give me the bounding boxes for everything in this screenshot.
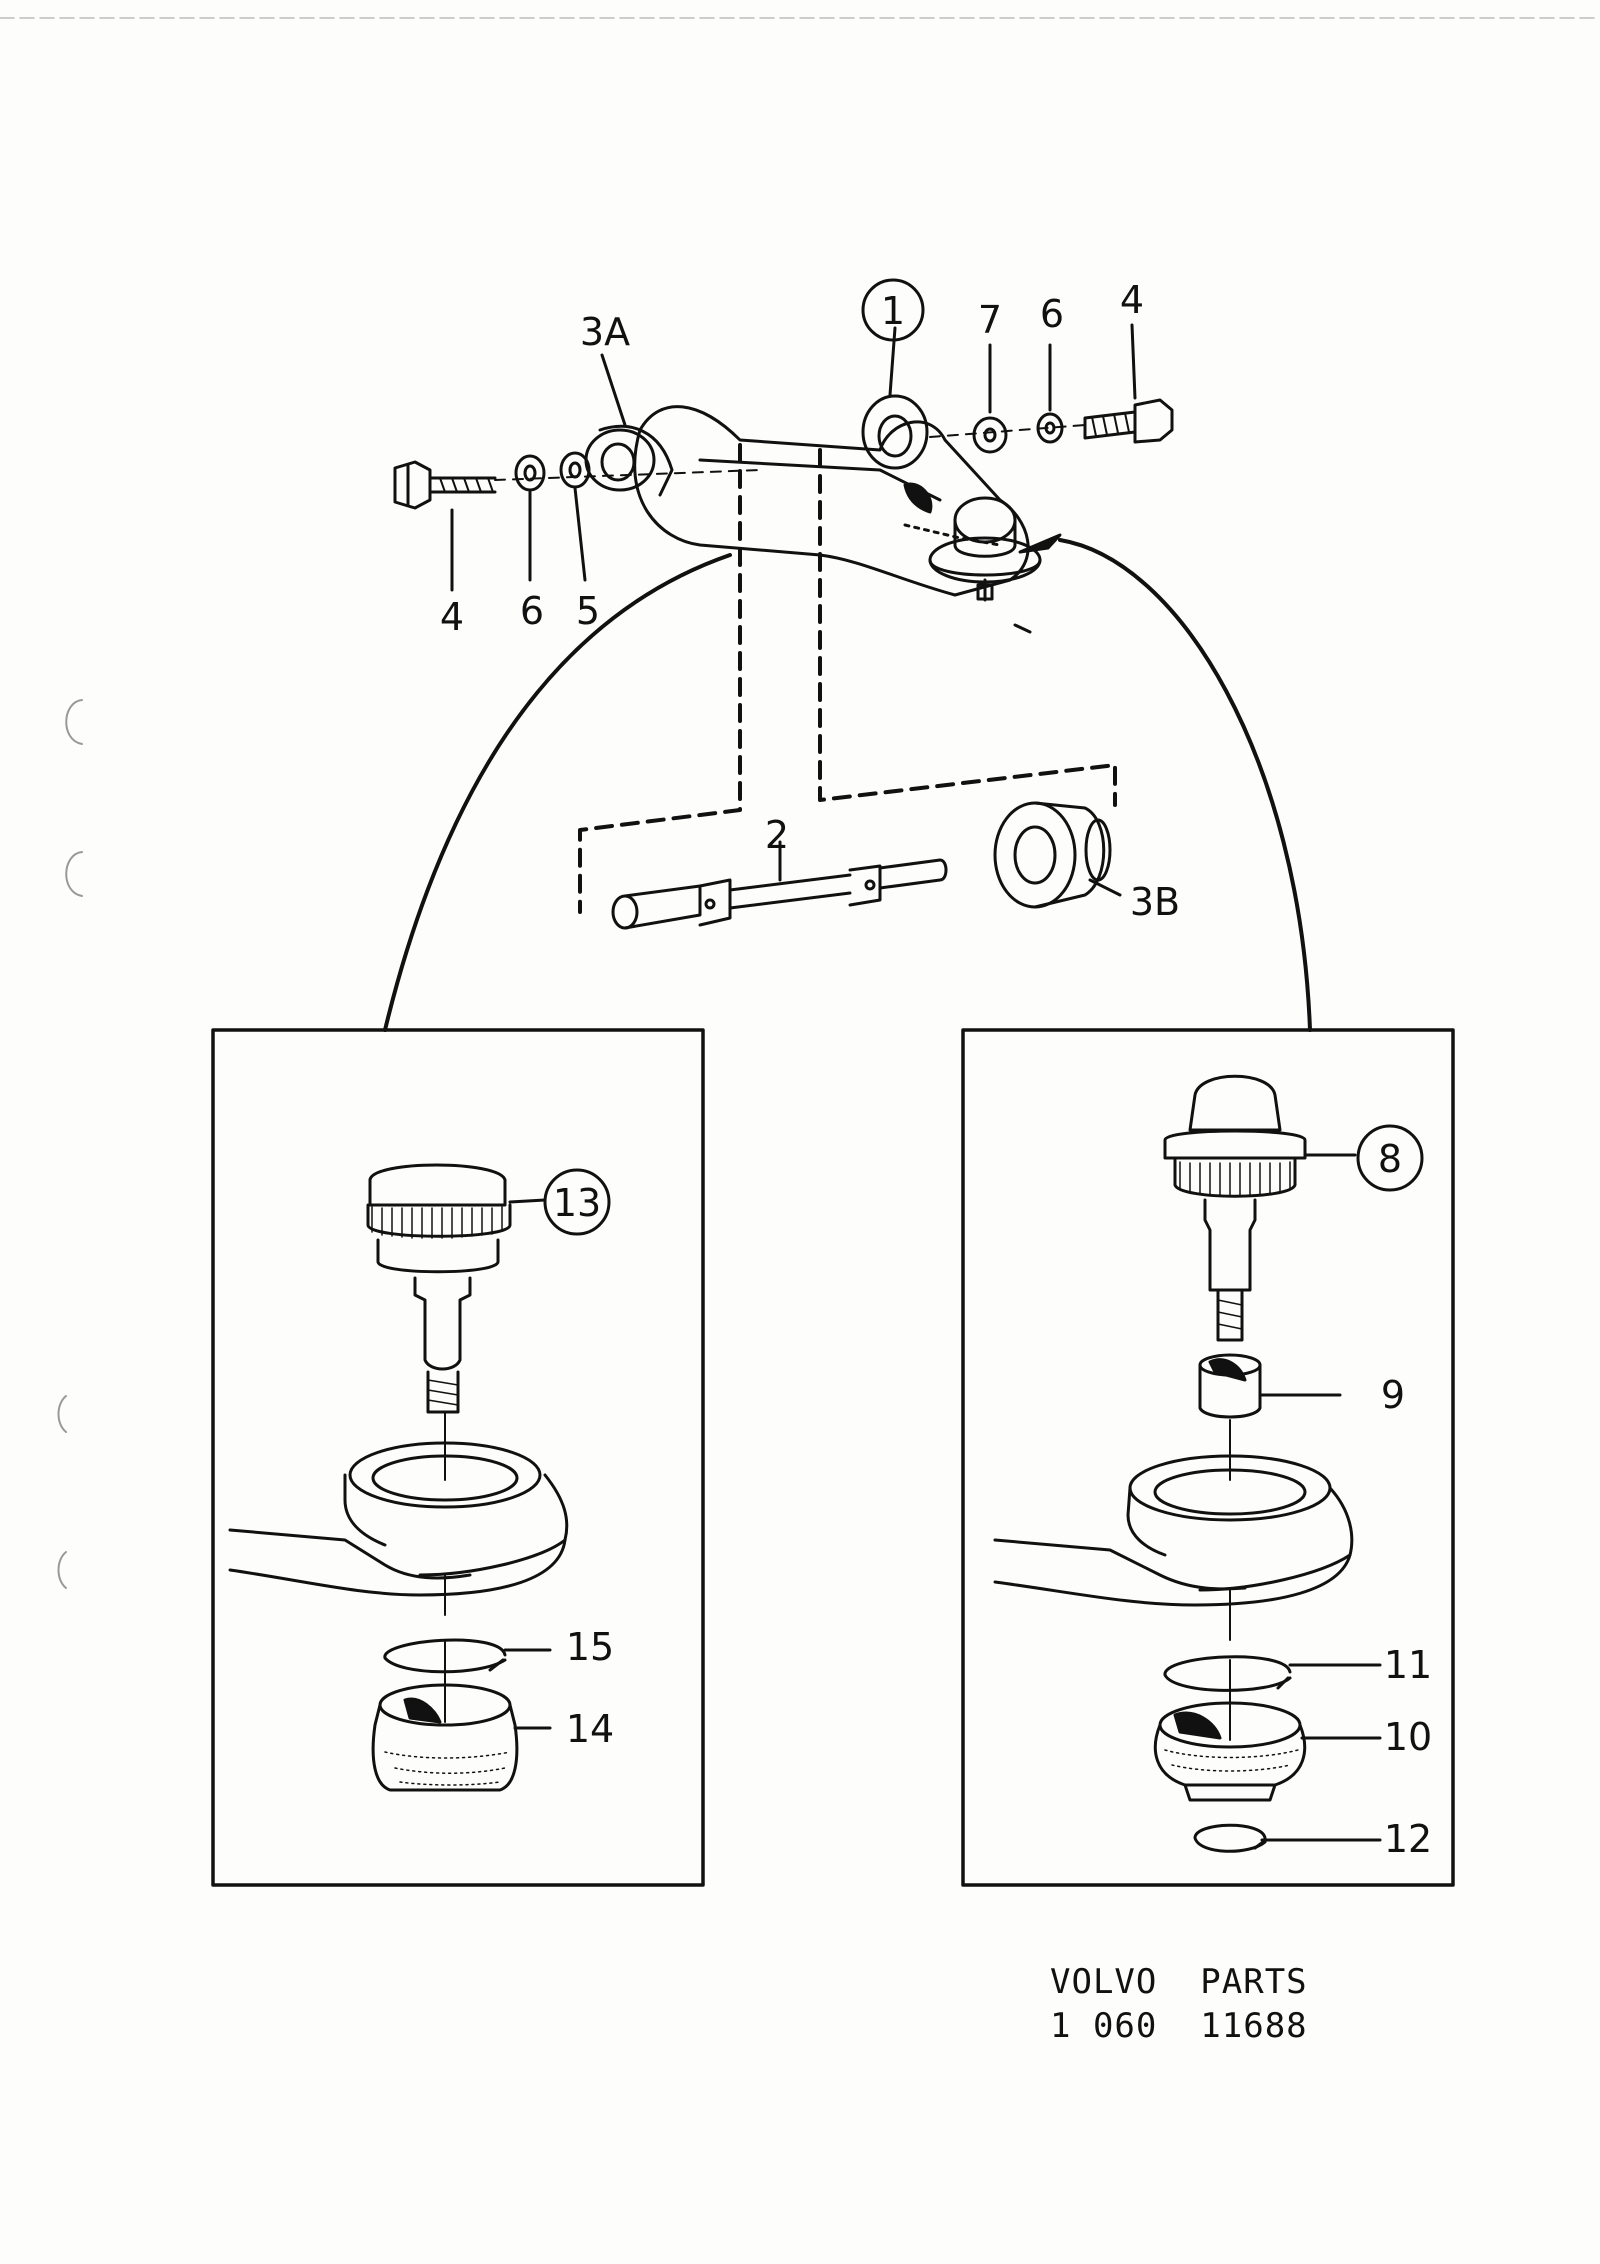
callout-circle-1 bbox=[861, 278, 925, 342]
callout-label-11: 11 bbox=[1384, 1643, 1432, 1687]
leader-3b bbox=[1088, 878, 1122, 897]
callout-label-7: 7 bbox=[978, 298, 1002, 342]
right-assembly-axis bbox=[929, 424, 1086, 438]
swoop-left bbox=[383, 553, 732, 1032]
callout-label-2: 2 bbox=[765, 813, 789, 857]
arm-shading bbox=[903, 482, 933, 514]
left-washer-5 bbox=[559, 451, 591, 489]
callout-label-8: 8 bbox=[1378, 1137, 1402, 1181]
callout-label-4-top: 4 bbox=[1120, 278, 1144, 322]
callout-label-13: 13 bbox=[553, 1181, 601, 1225]
callout-label-6-top: 6 bbox=[1040, 292, 1064, 336]
callout-label-1: 1 bbox=[881, 289, 905, 333]
left-ball-joint bbox=[366, 1163, 512, 1481]
binder-hole-4 bbox=[57, 1551, 67, 1589]
left-arm-socket bbox=[228, 1441, 569, 1597]
right-circlip bbox=[1163, 1655, 1292, 1692]
fit-line-right bbox=[818, 448, 1117, 807]
callout-label-14: 14 bbox=[566, 1707, 614, 1751]
binder-hole-1 bbox=[65, 699, 83, 745]
right-arm-socket bbox=[993, 1454, 1354, 1607]
callout-label-3b: 3B bbox=[1130, 880, 1180, 924]
right-small-circlip bbox=[1193, 1823, 1267, 1853]
leader-5 bbox=[573, 486, 587, 582]
control-arm bbox=[584, 405, 1030, 597]
left-washer-6 bbox=[514, 454, 546, 492]
right-dust-cover bbox=[1153, 1701, 1307, 1802]
arm-arrow bbox=[1018, 533, 1062, 554]
shaft bbox=[611, 858, 948, 930]
left-bolt bbox=[393, 460, 497, 510]
callout-circle-8 bbox=[1356, 1124, 1424, 1192]
right-washer-7 bbox=[972, 416, 1008, 454]
callout-label-6-left: 6 bbox=[520, 589, 544, 633]
right-detail-frame bbox=[961, 1028, 1455, 1887]
speck bbox=[1013, 623, 1032, 634]
callout-label-12: 12 bbox=[1384, 1817, 1432, 1861]
binder-hole-2 bbox=[65, 851, 83, 897]
left-assembly-axis bbox=[494, 469, 761, 481]
leader-3a bbox=[600, 353, 627, 427]
left-circlip bbox=[383, 1638, 507, 1674]
callout-label-15: 15 bbox=[566, 1625, 614, 1669]
left-detail-frame bbox=[211, 1028, 705, 1887]
callout-circle-13 bbox=[543, 1168, 611, 1236]
callout-label-9: 9 bbox=[1381, 1373, 1405, 1417]
callout-label-5: 5 bbox=[576, 589, 600, 633]
right-ball-joint bbox=[1163, 1074, 1307, 1342]
bushing-eye bbox=[861, 394, 929, 470]
footer-reference: VOLVO PARTS 1 060 11688 bbox=[1050, 1960, 1308, 2048]
callout-label-3a: 3A bbox=[580, 310, 630, 354]
footer-brand: VOLVO PARTS bbox=[1050, 1962, 1308, 2002]
right-bolt bbox=[1083, 398, 1174, 444]
right-bearing-sleeve bbox=[1198, 1353, 1262, 1419]
leader-4-top bbox=[1130, 323, 1137, 400]
fit-line-left bbox=[578, 443, 742, 914]
bushing bbox=[993, 801, 1112, 909]
callout-label-10: 10 bbox=[1384, 1715, 1432, 1759]
callout-label-4-left: 4 bbox=[440, 595, 464, 639]
leader-1 bbox=[888, 326, 897, 397]
swoop-right bbox=[1058, 538, 1312, 1032]
leader-13 bbox=[508, 1198, 547, 1204]
binder-hole-3 bbox=[57, 1395, 67, 1433]
footer-code: 1 060 11688 bbox=[1050, 2006, 1308, 2046]
arm-centerline bbox=[903, 523, 1002, 547]
